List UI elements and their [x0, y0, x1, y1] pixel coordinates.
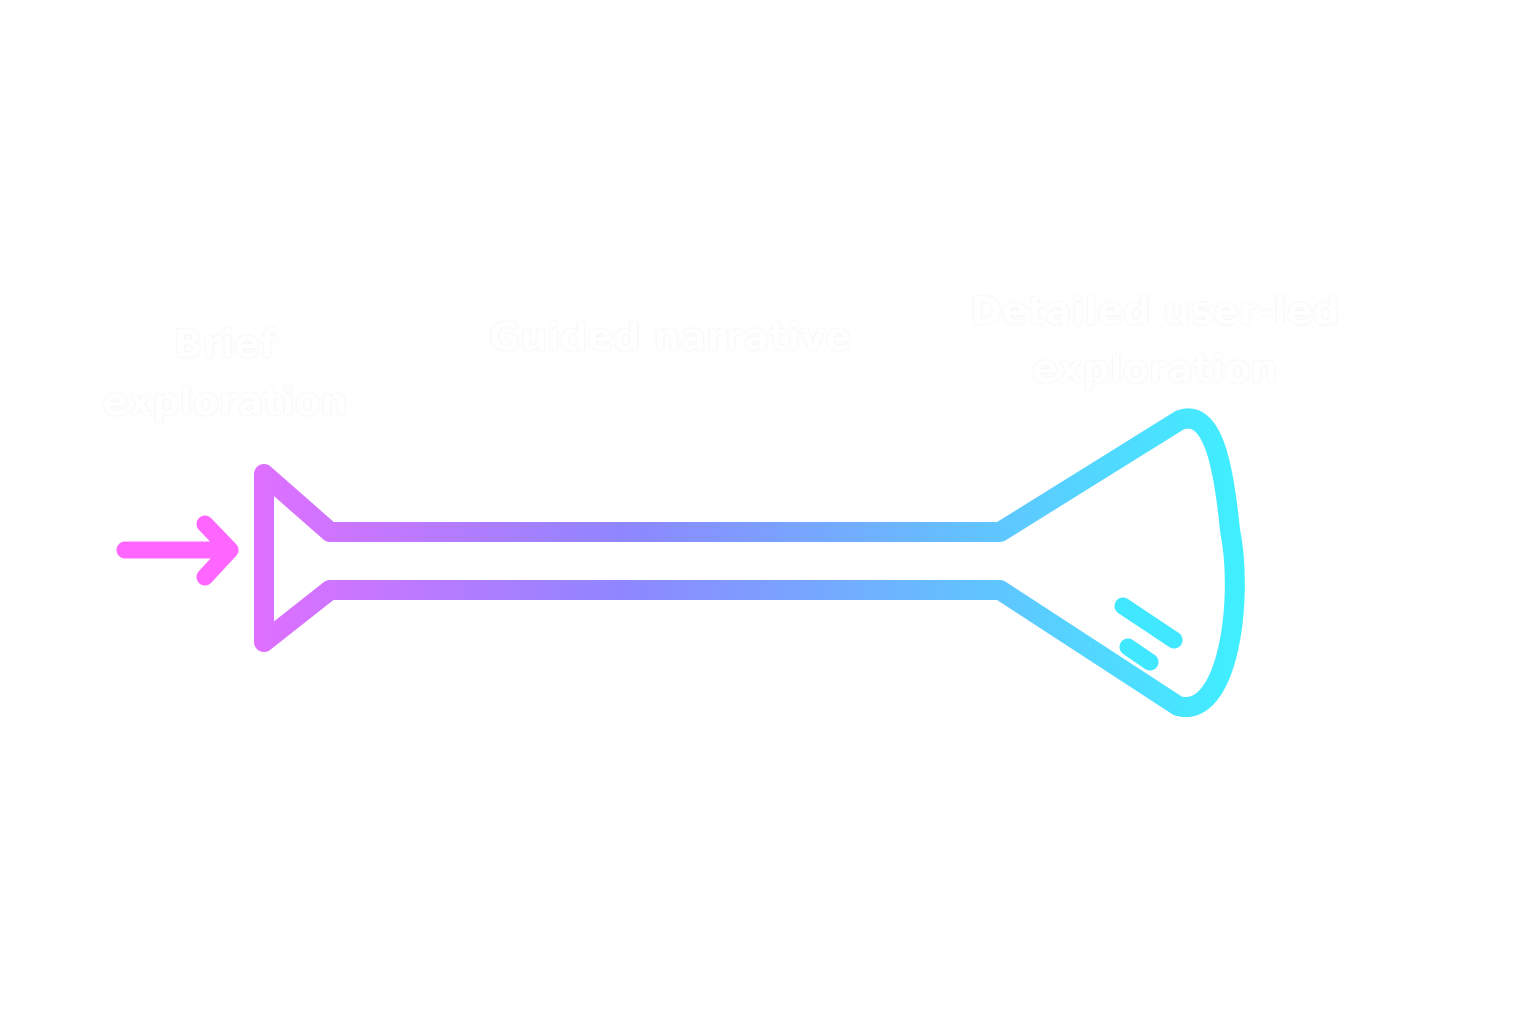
label-detailed-line2: exploration [1032, 347, 1278, 391]
arrow-right-icon [116, 515, 239, 586]
label-detailed-line1: Detailed user-led [970, 289, 1340, 333]
bowl-detail-strokes [1114, 597, 1183, 671]
martini-glass-funnel-icon [254, 408, 1245, 718]
label-guided-narrative: Guided narrative [470, 308, 870, 366]
label-brief-line2: exploration [102, 380, 348, 424]
label-brief-line1: Brief [173, 322, 277, 366]
label-brief-exploration: Brief exploration [80, 315, 370, 431]
label-detailed-exploration: Detailed user-led exploration [950, 282, 1360, 398]
label-guided-line1: Guided narrative [488, 315, 852, 359]
